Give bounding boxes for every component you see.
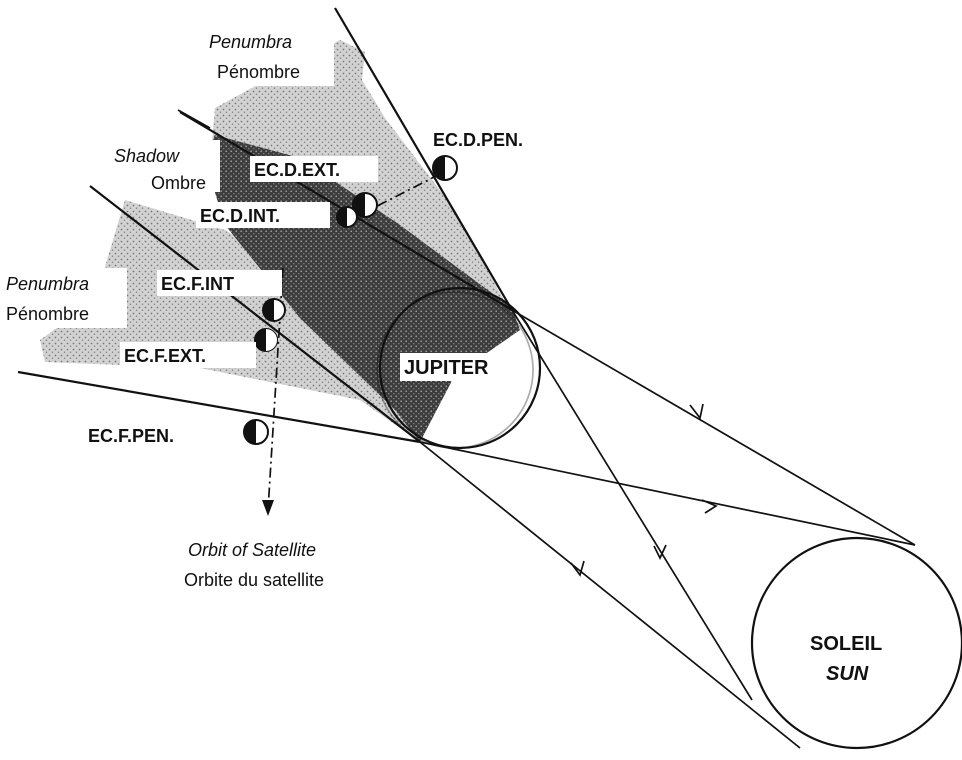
- penumbra-outer-boundary-bottom: [17, 370, 421, 444]
- ray-arrow-4: [570, 560, 585, 577]
- satellite-orbit-upper: [341, 173, 441, 225]
- label-bg-penumbra-top: [202, 26, 334, 86]
- shadow-boundary-bottom: [89, 185, 421, 443]
- ec-f-int-label: EC.F.INT: [161, 274, 234, 294]
- ec-d-int-label: EC.D.INT.: [200, 206, 280, 226]
- penumbra-bottom-en-label: Penumbra: [6, 274, 89, 294]
- label-bg-ec-f-ext: [120, 342, 256, 368]
- jupiter-label: JUPITER: [404, 357, 489, 379]
- shadow-en-label: Shadow: [114, 146, 180, 166]
- ec-d-ext-label: EC.D.EXT.: [254, 160, 340, 180]
- orbit-fr-label: Orbite du satellite: [184, 570, 324, 590]
- ray-arrow-3: [653, 544, 667, 560]
- pointer-line-shadow: [177, 109, 211, 129]
- label-bg-ec-f-int: [157, 270, 282, 296]
- ec-f-ext-label: EC.F.EXT.: [124, 346, 206, 366]
- penumbra-region-bottom: [40, 200, 420, 442]
- penumbra-outer-boundary-top: [334, 7, 513, 311]
- label-bg-jupiter: [400, 353, 516, 381]
- shadow-fr-label: Ombre: [151, 173, 206, 193]
- ray-cross-a: [511, 309, 753, 701]
- ec-d-pen-label: EC.D.PEN.: [433, 130, 523, 150]
- ec-f-pen-label: EC.F.PEN.: [88, 426, 174, 446]
- sun-en-label: SUN: [826, 663, 869, 685]
- satellite-ec-d-int: [336, 206, 358, 228]
- ray-arrow-2: [701, 499, 718, 514]
- label-bg-ec-d-int: [196, 202, 330, 228]
- ray-top-outer: [511, 309, 916, 546]
- sun-body: [750, 536, 962, 750]
- jupiter-limb-arc: [376, 291, 534, 449]
- satellite-ec-f-ext: [254, 328, 278, 352]
- satellite-ec-f-int: [262, 298, 286, 322]
- orbit-en-label: Orbit of Satellite: [188, 540, 316, 560]
- sun-fr-label: SOLEIL: [810, 633, 882, 655]
- penumbra-top-en-label: Penumbra: [209, 32, 292, 52]
- ray-arrow-1: [689, 403, 704, 420]
- label-bg-penumbra-bottom: [2, 268, 127, 328]
- ray-bottom-outer: [419, 441, 801, 749]
- orbit-arrowhead: [262, 500, 274, 516]
- label-bg-ec-d-ext: [250, 156, 378, 182]
- label-bg-shadow: [110, 140, 220, 192]
- satellite-ec-d-pen: [432, 155, 458, 181]
- satellite-ec-f-pen: [243, 419, 269, 445]
- jupiter-planet: [378, 286, 542, 450]
- ray-cross-b: [419, 441, 916, 546]
- penumbra-bottom-fr-label: Pénombre: [6, 304, 89, 324]
- penumbra-top-fr-label: Pénombre: [217, 62, 300, 82]
